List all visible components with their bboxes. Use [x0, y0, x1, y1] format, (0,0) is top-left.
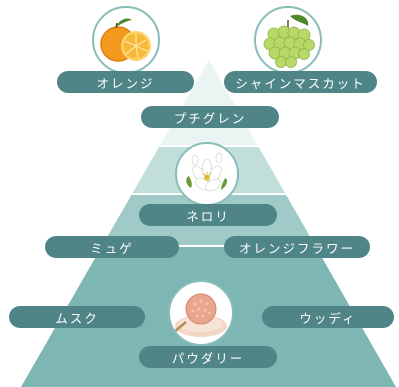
note-label-petitgrain: プチグレン — [141, 106, 279, 128]
shine-muscat-grape-icon — [263, 14, 315, 68]
note-label-musk: ムスク — [9, 306, 145, 328]
orange-icon — [100, 18, 151, 62]
note-label-muguet: ミュゲ — [45, 236, 179, 258]
note-label-powdery: パウダリー — [139, 346, 277, 368]
shine-muscat-image — [254, 6, 322, 74]
note-label-shine-muscat: シャインマスカット — [224, 71, 377, 93]
note-label-woody: ウッディ — [262, 306, 394, 328]
orange-image — [92, 6, 160, 74]
neroli-flower-icon — [186, 152, 228, 192]
note-label-orange: オレンジ — [57, 71, 194, 93]
note-label-neroli: ネロリ — [139, 204, 277, 226]
neroli-flower-image — [175, 142, 239, 206]
powder-puff-image — [168, 280, 234, 346]
note-label-orange-flower: オレンジフラワー — [224, 236, 370, 258]
powder-puff-icon — [173, 293, 227, 337]
